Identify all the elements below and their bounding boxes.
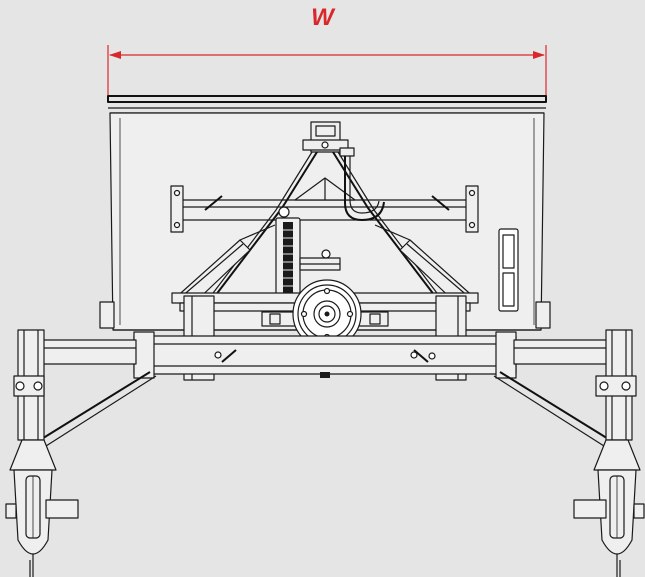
- dimension-arrow-left: [109, 51, 121, 59]
- pto-pulley: [292, 279, 362, 367]
- left-wheel-assembly: [5, 329, 79, 577]
- upper-cross-bar: [170, 185, 479, 233]
- side-arms: [39, 339, 611, 447]
- hook: [339, 147, 385, 221]
- width-dimension: [107, 45, 547, 98]
- right-wheel-assembly: [573, 329, 645, 577]
- dimension-arrow-right: [533, 51, 545, 59]
- hydraulic-valve: [275, 206, 341, 301]
- sight-window: [498, 228, 519, 312]
- axle-beam: [133, 331, 517, 379]
